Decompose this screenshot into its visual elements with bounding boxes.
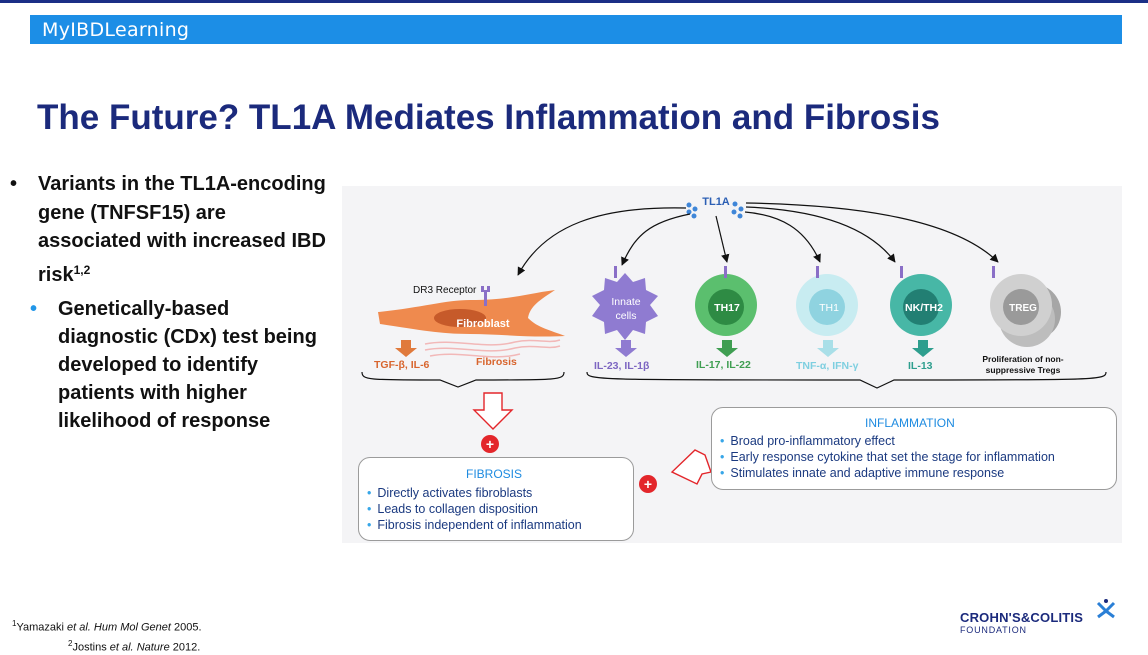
nkth2-label: NK/TH2 bbox=[905, 302, 943, 314]
ref-1-author: Yamazaki bbox=[16, 621, 64, 634]
tl1a-molecules bbox=[686, 201, 744, 219]
slide-title: The Future? TL1A Mediates Inflammation a… bbox=[37, 98, 940, 137]
logo-name: CROHN'S&COLITIS bbox=[960, 610, 1084, 625]
th17-cell bbox=[695, 266, 757, 336]
il17-label: IL-17, IL-22 bbox=[696, 359, 751, 371]
fibrosis-item: •Fibrosis independent of inflammation bbox=[367, 518, 582, 532]
ref-1-num: 1 bbox=[12, 619, 17, 628]
il17-arrow bbox=[716, 340, 738, 357]
tgf-label: TGF-β, IL-6 bbox=[374, 359, 430, 371]
sub-bullet-dot: • bbox=[30, 298, 38, 320]
arrow-to-fibroblast bbox=[517, 207, 687, 276]
treg-cell bbox=[990, 266, 1061, 347]
fibroblast-cell bbox=[378, 290, 565, 337]
prolif-label-2: suppressive Tregs bbox=[986, 365, 1061, 375]
plus-icon-fibrosis bbox=[481, 435, 499, 453]
ribbon-icon bbox=[1096, 599, 1116, 619]
plus-text-fibrosis: + bbox=[486, 436, 494, 452]
fibrosis-item: •Leads to collagen disposition bbox=[367, 502, 538, 516]
tgf-arrow bbox=[395, 340, 417, 357]
inflammation-item-text: Early response cytokine that set the sta… bbox=[730, 450, 1055, 464]
inflammation-title: INFLAMMATION bbox=[865, 416, 955, 430]
bullet-list: •Variants in the TL1A-encoding gene (TNF… bbox=[10, 170, 330, 435]
il23-label: IL-23, IL-1β bbox=[594, 360, 650, 372]
inflammation-item: •Broad pro-inflammatory effect bbox=[720, 434, 895, 448]
fibrosis-item: •Directly activates fibroblasts bbox=[367, 486, 533, 500]
arrow-to-nkth2 bbox=[745, 206, 896, 263]
crohns-colitis-logo: CROHN'S&COLITIS FOUNDATION bbox=[960, 597, 1120, 637]
inflammation-arrow bbox=[670, 449, 712, 485]
brand-logo: MyIBDLearning bbox=[42, 19, 189, 41]
reference-1: 1Yamazaki et al. Hum Mol Genet 2005. bbox=[12, 616, 202, 636]
ref-1-year: 2005. bbox=[174, 621, 202, 634]
tnf-label: TNF-α, IFN-γ bbox=[796, 360, 859, 372]
brand-bar: MyIBDLearning bbox=[30, 15, 1122, 44]
arrow-to-innate bbox=[621, 213, 691, 266]
bullet-main-superscript: 1,2 bbox=[73, 262, 91, 277]
tnf-arrow bbox=[817, 340, 839, 357]
brand-prefix: MyIBD bbox=[42, 19, 105, 41]
logo-sub: FOUNDATION bbox=[960, 625, 1027, 635]
th1-label: TH1 bbox=[819, 302, 839, 314]
il13-label: IL-13 bbox=[908, 360, 933, 372]
th17-label: TH17 bbox=[714, 302, 740, 314]
fibrosis-item-text: Fibrosis independent of inflammation bbox=[377, 518, 582, 532]
dr3-receptor-label: DR3 Receptor bbox=[413, 285, 477, 296]
fibrosis-item-text: Leads to collagen disposition bbox=[377, 502, 538, 516]
th1-cell bbox=[796, 266, 858, 336]
ref-2-journal: Nature bbox=[136, 641, 170, 654]
il23-arrow bbox=[615, 340, 637, 357]
tl1a-label: TL1A bbox=[702, 196, 730, 208]
fibroblast-label: Fibroblast bbox=[456, 318, 510, 330]
plus-text-inflammation: + bbox=[644, 476, 652, 492]
fibrosis-label: Fibrosis bbox=[476, 356, 517, 368]
ref-1-journal: Hum Mol Genet bbox=[93, 621, 171, 634]
innate-cell bbox=[592, 266, 658, 340]
fibrosis-title: FIBROSIS bbox=[466, 467, 523, 481]
innate-label-2: cells bbox=[615, 310, 636, 322]
fibrosis-brace bbox=[361, 371, 565, 388]
ref-2-author: Jostins bbox=[72, 641, 107, 654]
arrow-to-treg bbox=[745, 202, 999, 263]
reference-2: 2Jostins et al. Nature 2012. bbox=[12, 636, 202, 655]
plus-icon-inflammation bbox=[639, 475, 657, 493]
arrow-to-th1 bbox=[744, 211, 821, 263]
bullet-sub-text: Genetically-based diagnostic (CDx) test … bbox=[58, 298, 317, 432]
fibrosis-down-arrow bbox=[472, 392, 514, 430]
ref-2-etal: et al. bbox=[109, 641, 134, 654]
fibrosis-box: FIBROSIS •Directly activates fibroblasts… bbox=[358, 457, 634, 541]
collagen-fibers bbox=[424, 339, 561, 358]
inflammation-brace bbox=[586, 371, 1107, 389]
inflammation-item: •Stimulates innate and adaptive immune r… bbox=[720, 466, 1005, 480]
nkth2-cell bbox=[890, 266, 952, 336]
brand-suffix: Learning bbox=[104, 19, 190, 41]
inflammation-box: INFLAMMATION •Broad pro-inflammatory eff… bbox=[711, 407, 1117, 490]
bullet-main-text: Variants in the TL1A-encoding gene (TNFS… bbox=[38, 173, 326, 286]
bullet-main: • Variants in the TL1A-encoding gene (TNF… bbox=[10, 170, 330, 289]
fibrosis-item-text: Directly activates fibroblasts bbox=[377, 486, 533, 500]
ref-2-num: 2 bbox=[68, 638, 73, 648]
treg-label: TREG bbox=[1009, 303, 1037, 314]
inflammation-item-text: Broad pro-inflammatory effect bbox=[730, 434, 895, 448]
bullet-dot: • bbox=[10, 173, 18, 195]
arrow-to-th17 bbox=[715, 215, 730, 263]
ref-2-year: 2012. bbox=[172, 641, 201, 654]
dr3-receptor-icon bbox=[481, 286, 490, 306]
top-rule bbox=[0, 0, 1148, 3]
tl1a-arrows bbox=[517, 202, 999, 276]
inflammation-item: •Early response cytokine that set the st… bbox=[720, 450, 1055, 464]
references: 1Yamazaki et al. Hum Mol Genet 2005. 2Jo… bbox=[12, 616, 202, 655]
il13-arrow bbox=[912, 340, 934, 357]
inflammation-item-text: Stimulates innate and adaptive immune re… bbox=[730, 466, 1005, 480]
bullet-sub: • Genetically-based diagnostic (CDx) test… bbox=[10, 295, 330, 435]
prolif-label-1: Proliferation of non- bbox=[982, 354, 1063, 364]
innate-label-1: Innate bbox=[611, 296, 640, 308]
ref-1-etal: et al. bbox=[67, 621, 91, 634]
